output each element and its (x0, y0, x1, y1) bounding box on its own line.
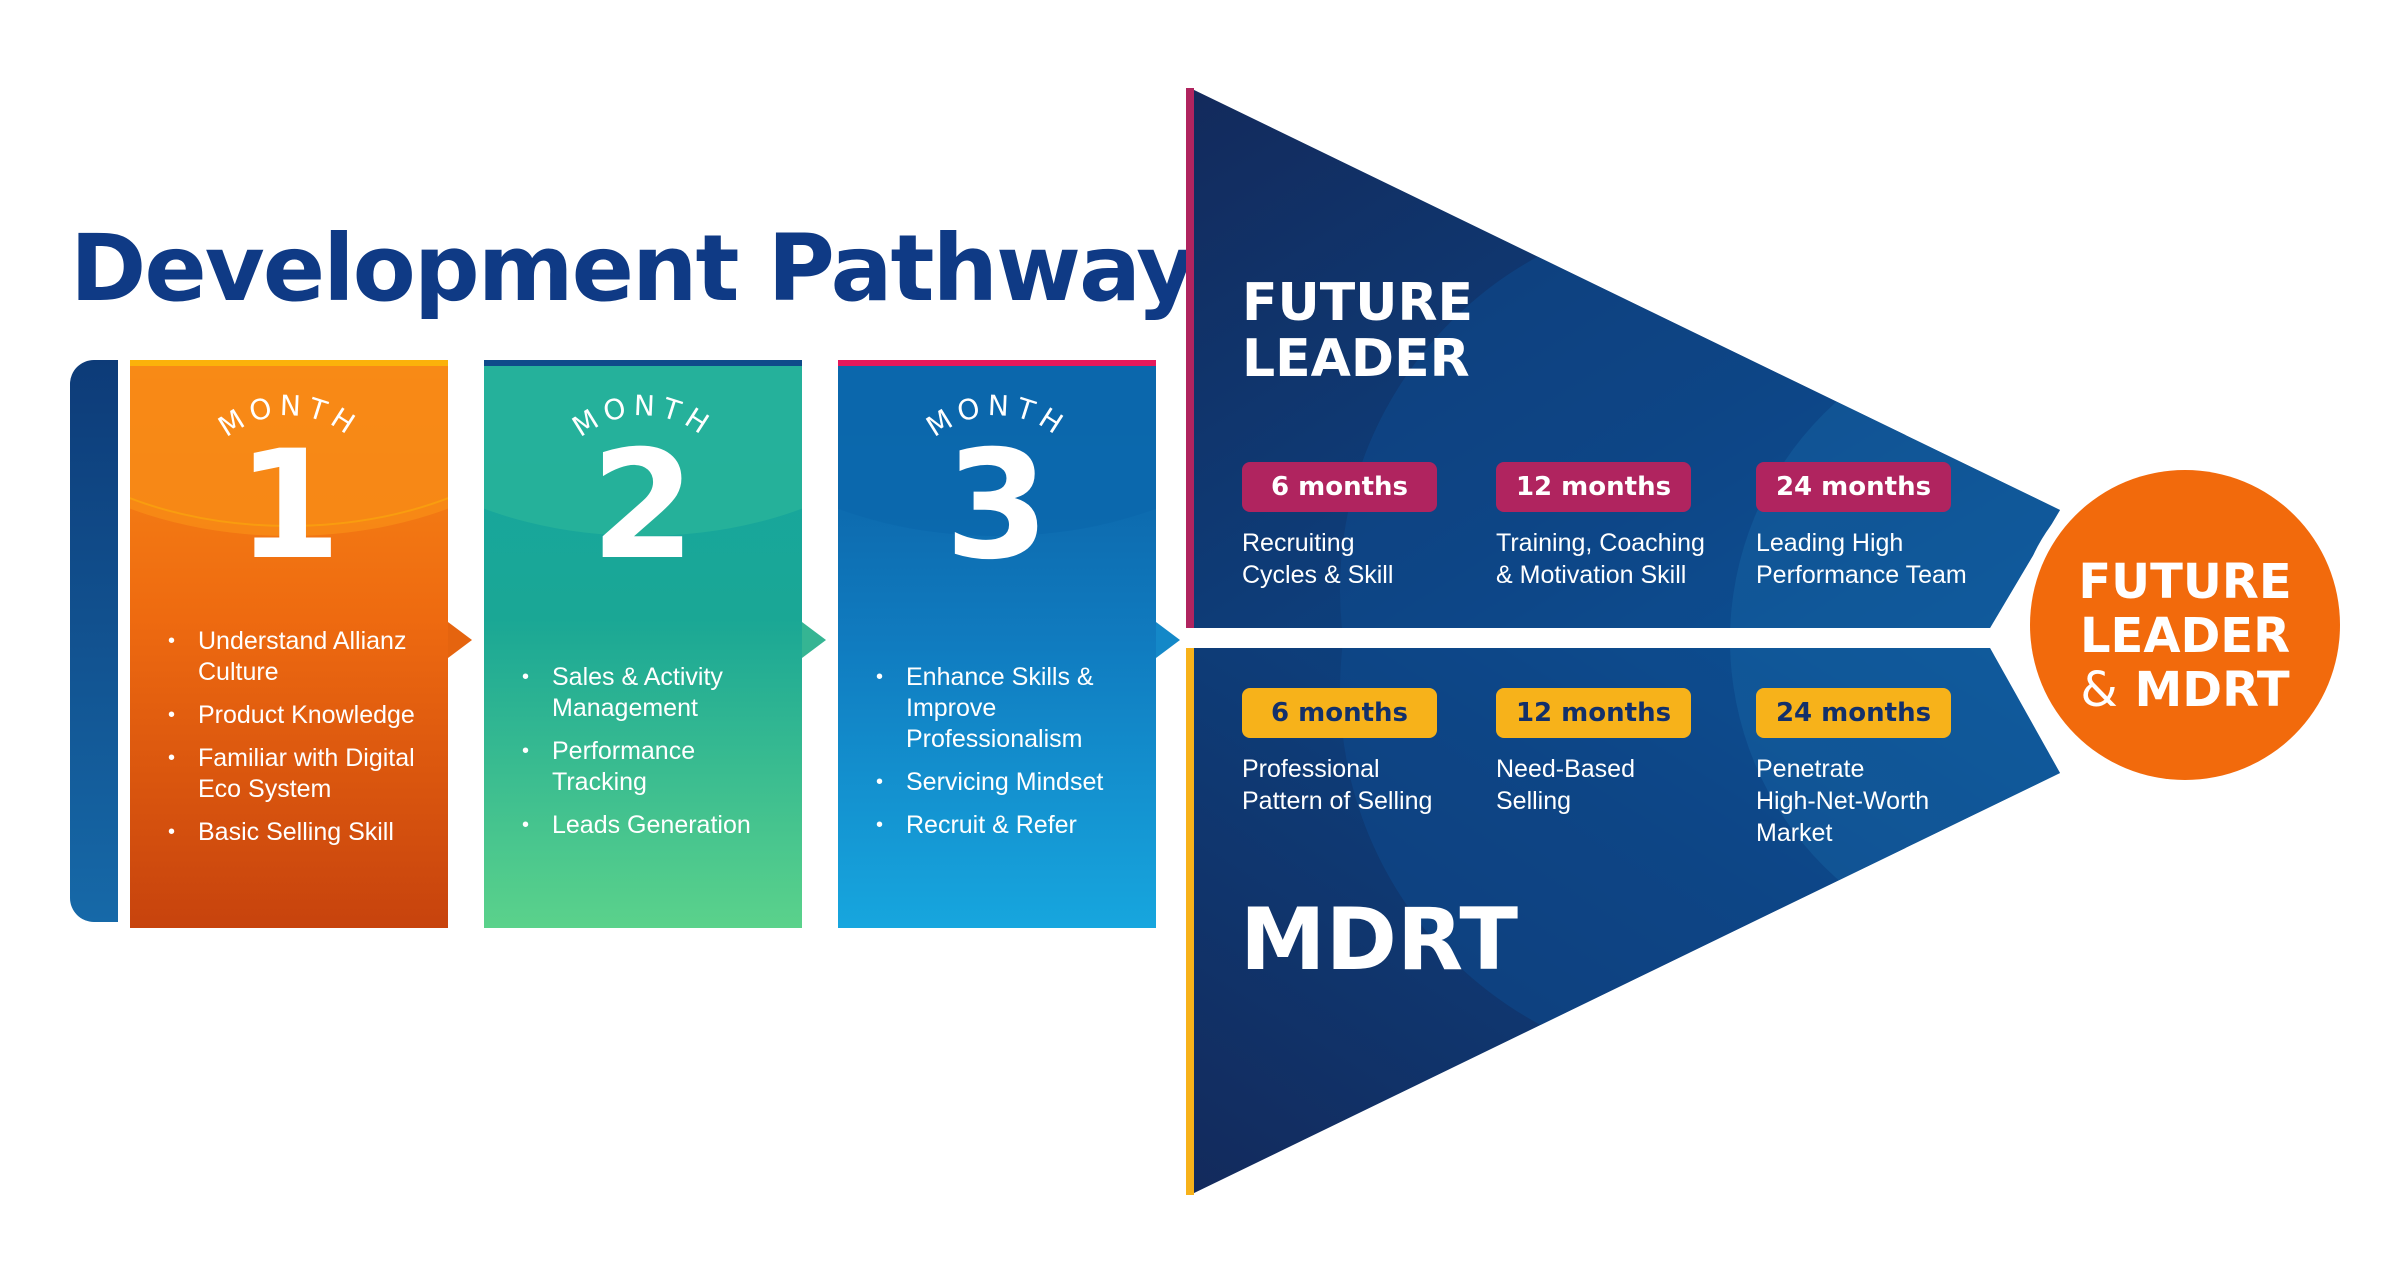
month-3-number: 3 (944, 419, 1050, 593)
list-item: Recruit & Refer (876, 810, 1140, 841)
mdrt-label: MDRT (1240, 890, 1518, 990)
page-title: Development Pathway (70, 215, 1196, 322)
list-item: Product Knowledge (168, 700, 432, 731)
goal-circle (2030, 470, 2340, 780)
month-3-card: MONTH 3 Enhance Skills & Improve Profess… (838, 360, 1156, 928)
month-1-arc (130, 366, 448, 536)
mdrt-stage-2-duration: 12 months (1496, 688, 1691, 738)
list-item: Performance Tracking (522, 736, 786, 798)
list-item: Sales & Activity Management (522, 662, 786, 724)
mdrt-stage-3-duration: 24 months (1756, 688, 1951, 738)
mdrt-stage-1-duration: 6 months (1242, 688, 1437, 738)
month-1-label: MONTH (213, 389, 360, 444)
future-leader-stage-2-text: Training, Coaching& Motivation Skill (1496, 529, 1705, 589)
month-3-arc (838, 366, 1156, 536)
list-item: Leads Generation (522, 810, 786, 841)
month-2-arc (484, 366, 802, 536)
month-1-number: 1 (236, 419, 342, 593)
month-1-list: Understand Allianz Culture Product Knowl… (168, 626, 432, 860)
month-2-label: MONTH (567, 389, 714, 444)
month-2-arrow (802, 622, 826, 658)
month-3-arrow (1156, 622, 1180, 658)
month-2-card: MONTH 2 Sales & Activity Management Perf… (484, 360, 802, 928)
list-item: Basic Selling Skill (168, 817, 432, 848)
pathway-left-bar (70, 360, 118, 922)
future-leader-stage-3-duration: 24 months (1756, 462, 1951, 512)
month-2-number: 2 (590, 419, 696, 593)
goal-text: FUTURE LEADER & MDRT (2078, 554, 2292, 718)
month-1-card: MONTH 1 Understand Allianz Culture Produ… (130, 360, 448, 928)
future-leader-label: FUTURE LEADER (1242, 273, 1474, 389)
month-3-list: Enhance Skills & Improve Professionalism… (876, 662, 1140, 853)
month-1-arrow (448, 622, 472, 658)
list-item: Enhance Skills & Improve Professionalism (876, 662, 1140, 755)
month-2-list: Sales & Activity Management Performance … (522, 662, 786, 853)
future-leader-stage-2-duration: 12 months (1496, 462, 1691, 512)
month-3-label: MONTH (921, 389, 1068, 444)
list-item: Servicing Mindset (876, 767, 1140, 798)
future-leader-stage-1-duration: 6 months (1242, 462, 1437, 512)
list-item: Familiar with Digital Eco System (168, 743, 432, 805)
list-item: Understand Allianz Culture (168, 626, 432, 688)
